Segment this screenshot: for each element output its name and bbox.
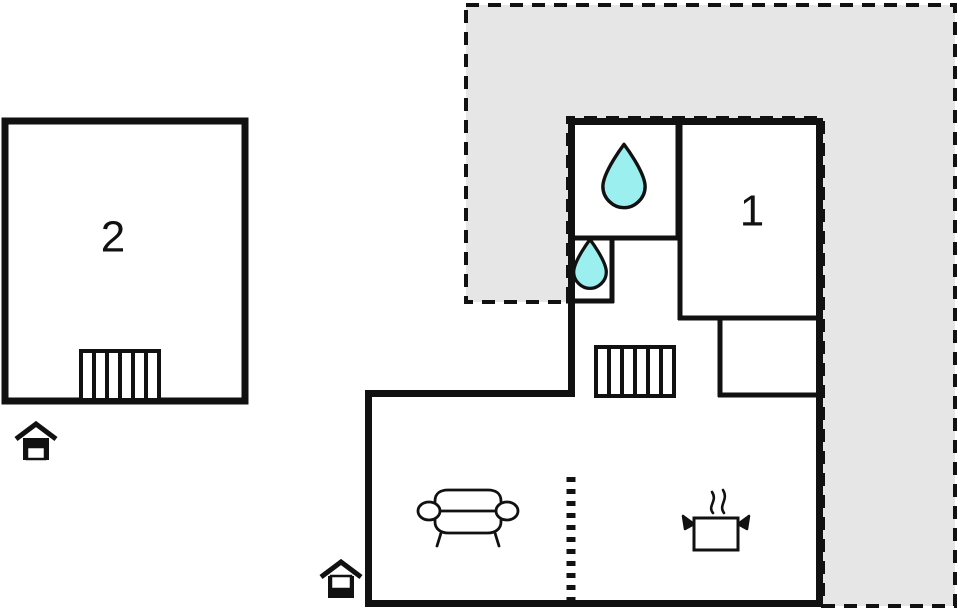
water-drop-icon [601,142,647,210]
entrance-door-icon [319,558,363,598]
entrance-door-icon [14,420,58,461]
water-drop-icon [572,237,608,291]
interior-walls [566,118,822,398]
radiator-icon [594,345,676,398]
building-1-group: 1 [365,118,823,607]
building-2-outline [1,117,249,405]
radiator-icon [79,349,161,402]
room-number-1: 1 [740,187,764,236]
cooking-pot-icon [681,488,751,552]
room-number-2: 2 [101,213,125,262]
sofa-icon [416,488,520,548]
building-2-group: 2 [1,117,249,405]
